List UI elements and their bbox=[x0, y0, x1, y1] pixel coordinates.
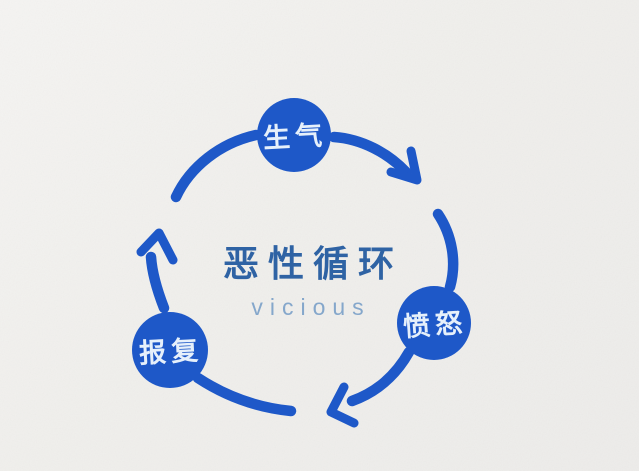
arc-top-right bbox=[328, 131, 412, 178]
node-get-angry-circle bbox=[257, 98, 331, 172]
arrowhead-to-fury-icon bbox=[386, 146, 422, 185]
node-get-angry-label: 生气 bbox=[262, 120, 327, 153]
node-fury-circle bbox=[397, 286, 471, 360]
arrowhead-to-angry-icon bbox=[136, 228, 178, 265]
arc-bottom-left-segment bbox=[192, 372, 297, 417]
arc-left bbox=[145, 251, 170, 314]
cycle-subtitle: vicious bbox=[251, 294, 370, 320]
node-revenge-circle bbox=[132, 312, 208, 388]
node-revenge-label: 报复 bbox=[138, 335, 203, 368]
arc-right-segment bbox=[432, 208, 459, 293]
arc-bottom-right bbox=[346, 346, 415, 407]
arrowhead-to-revenge-icon bbox=[326, 382, 359, 428]
arc-top-left-segment bbox=[170, 129, 262, 203]
cycle-title: 恶性循环 bbox=[223, 243, 403, 284]
node-fury-label: 愤怒 bbox=[402, 308, 468, 342]
